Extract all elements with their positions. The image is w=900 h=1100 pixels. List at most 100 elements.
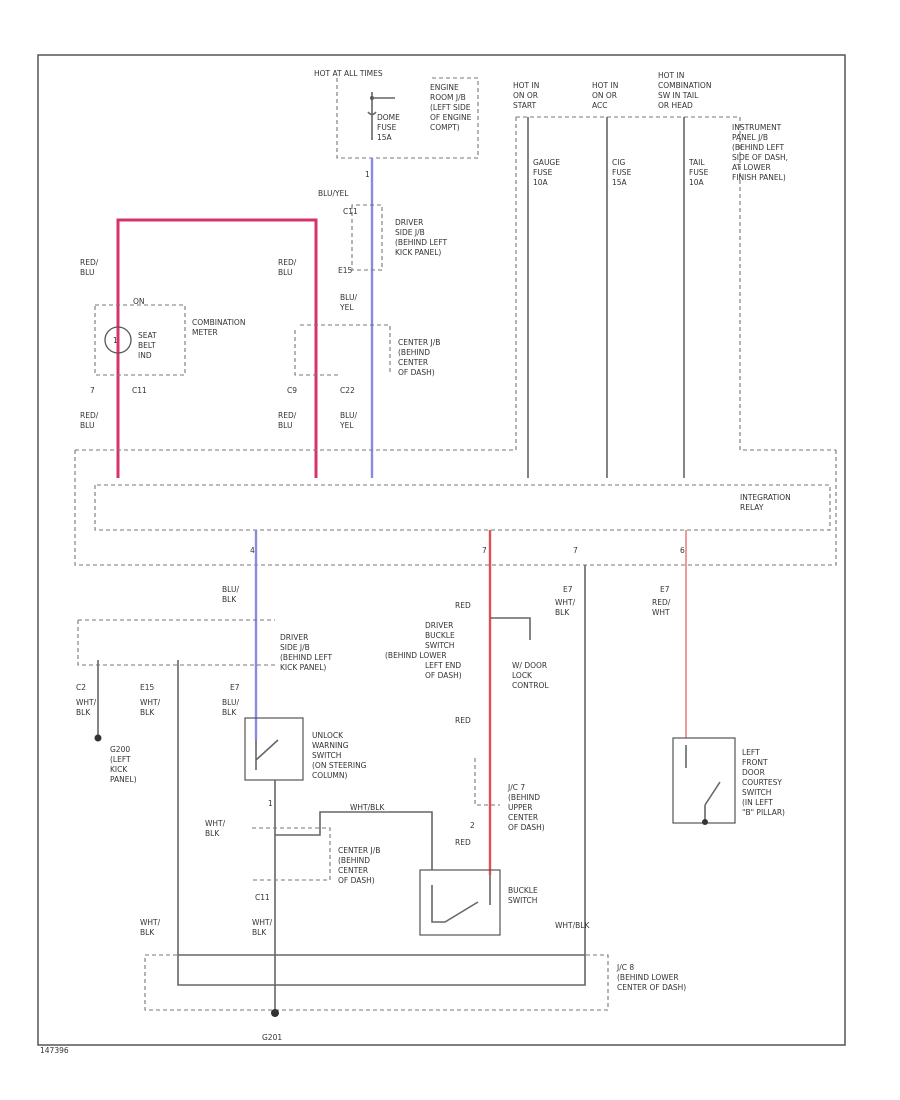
svg-text:AT LOWER: AT LOWER <box>732 163 771 172</box>
svg-text:C22: C22 <box>340 386 355 395</box>
svg-text:COMPT): COMPT) <box>430 123 460 132</box>
svg-text:BLK: BLK <box>222 708 237 717</box>
hot-in-combination-label: HOT IN <box>658 71 684 80</box>
svg-text:COURTESY: COURTESY <box>742 778 782 787</box>
svg-text:1: 1 <box>268 799 273 808</box>
svg-text:RED/: RED/ <box>80 411 99 420</box>
svg-text:PANEL): PANEL) <box>110 775 137 784</box>
svg-text:COLUMN): COLUMN) <box>312 771 348 780</box>
svg-text:WHT/: WHT/ <box>140 698 161 707</box>
svg-text:"B" PILLAR): "B" PILLAR) <box>742 808 785 817</box>
g200-label: G200 <box>110 745 130 754</box>
hot-at-all-times-label: HOT AT ALL TIMES <box>314 69 383 78</box>
svg-text:4: 4 <box>250 546 255 555</box>
svg-text:E7: E7 <box>660 585 670 594</box>
svg-text:KICK: KICK <box>110 765 128 774</box>
unlock-warning-switch-label: UNLOCK <box>312 731 344 740</box>
svg-text:OF DASH): OF DASH) <box>508 823 545 832</box>
svg-text:BUCKLE: BUCKLE <box>425 631 455 640</box>
svg-text:WHT: WHT <box>652 608 670 617</box>
svg-text:BLU/: BLU/ <box>222 585 239 594</box>
svg-text:(BEHIND LEFT: (BEHIND LEFT <box>395 238 448 247</box>
driver-jb-lower-box <box>77 619 275 666</box>
buckle-switch-box <box>419 869 501 936</box>
svg-text:ROOM J/B: ROOM J/B <box>430 93 466 102</box>
svg-text:OR HEAD: OR HEAD <box>658 101 693 110</box>
svg-text:OF DASH): OF DASH) <box>425 671 462 680</box>
svg-text:E15: E15 <box>338 266 353 275</box>
svg-text:UPPER: UPPER <box>508 803 533 812</box>
svg-text:ON OR: ON OR <box>513 91 538 100</box>
svg-text:METER: METER <box>192 328 218 337</box>
svg-text:SWITCH: SWITCH <box>508 896 537 905</box>
svg-text:SWITCH: SWITCH <box>742 788 771 797</box>
svg-text:BLK: BLK <box>140 708 155 717</box>
seat-belt-indicator-icon <box>104 326 132 354</box>
svg-text:SIDE OF DASH,: SIDE OF DASH, <box>732 153 788 162</box>
svg-text:7: 7 <box>90 386 95 395</box>
svg-text:TAIL: TAIL <box>688 158 705 167</box>
svg-text:(BEHIND: (BEHIND <box>338 856 370 865</box>
instrument-panel-jb-box <box>515 116 836 451</box>
svg-text:FUSE: FUSE <box>689 168 709 177</box>
integration-relay-outer-box <box>74 449 837 566</box>
svg-text:E7: E7 <box>230 683 240 692</box>
driver-side-jb-lower-label: DRIVER <box>280 633 308 642</box>
svg-text:YEL: YEL <box>339 303 354 312</box>
svg-text:SWITCH: SWITCH <box>312 751 341 760</box>
svg-text:YEL: YEL <box>339 421 354 430</box>
svg-text:RELAY: RELAY <box>740 503 764 512</box>
svg-text:BLU/YEL: BLU/YEL <box>318 189 349 198</box>
diagram-frame <box>37 54 846 1046</box>
svg-text:E7: E7 <box>563 585 573 594</box>
center-jb-upper-box <box>300 324 391 375</box>
svg-text:RED/: RED/ <box>652 598 671 607</box>
svg-text:(BEHIND LEFT: (BEHIND LEFT <box>732 143 785 152</box>
wire-red-blu-loop <box>116 218 318 478</box>
svg-text:(LEFT SIDE: (LEFT SIDE <box>430 103 471 112</box>
svg-text:10A: 10A <box>689 178 705 187</box>
svg-text:SW IN TAIL: SW IN TAIL <box>658 91 699 100</box>
svg-text:CENTER: CENTER <box>338 866 368 875</box>
svg-text:2: 2 <box>470 821 475 830</box>
svg-text:C11: C11 <box>132 386 147 395</box>
svg-text:C9: C9 <box>287 386 297 395</box>
svg-text:(IN LEFT: (IN LEFT <box>742 798 773 807</box>
jc7-label: J/C 7 <box>507 783 525 792</box>
svg-text:ACC: ACC <box>592 101 607 110</box>
svg-text:IND: IND <box>138 351 152 360</box>
center-jb-lower-box <box>252 827 331 881</box>
svg-text:C11: C11 <box>343 207 358 216</box>
buckle-switch-label: BUCKLE <box>508 886 538 895</box>
svg-text:RED: RED <box>455 838 471 847</box>
svg-text:OF DASH): OF DASH) <box>398 368 435 377</box>
svg-text:RED/: RED/ <box>80 258 99 267</box>
engine-room-jb-box <box>336 77 479 159</box>
svg-text:C2: C2 <box>76 683 86 692</box>
svg-text:WHT/BLK: WHT/BLK <box>350 803 385 812</box>
svg-text:BLK: BLK <box>555 608 570 617</box>
buckle-switch-icon <box>431 875 491 923</box>
svg-text:BLK: BLK <box>222 595 237 604</box>
svg-text:WHT/: WHT/ <box>140 918 161 927</box>
svg-text:(ON STEERING: (ON STEERING <box>312 761 367 770</box>
dome-fuse-label: DOME <box>377 113 400 122</box>
svg-text:FRONT: FRONT <box>742 758 768 767</box>
driver-side-jb-label: DRIVER <box>395 218 423 227</box>
svg-text:(BEHIND: (BEHIND <box>508 793 540 802</box>
svg-text:7: 7 <box>573 546 578 555</box>
svg-text:WHT/: WHT/ <box>76 698 97 707</box>
hot-in-on-acc-label: HOT IN <box>592 81 618 90</box>
svg-text:KICK PANEL): KICK PANEL) <box>395 248 441 257</box>
svg-text:6: 6 <box>680 546 685 555</box>
svg-text:START: START <box>513 101 537 110</box>
combination-meter-box <box>94 304 186 376</box>
svg-text:15A: 15A <box>612 178 628 187</box>
svg-text:SWITCH: SWITCH <box>425 641 454 650</box>
driver-buckle-switch-label: DRIVER <box>425 621 453 630</box>
svg-text:BLK: BLK <box>205 829 220 838</box>
svg-text:FINISH PANEL): FINISH PANEL) <box>732 173 786 182</box>
instrument-panel-jb-label: INSTRUMENT <box>732 123 782 132</box>
svg-text:BLK: BLK <box>252 928 267 937</box>
